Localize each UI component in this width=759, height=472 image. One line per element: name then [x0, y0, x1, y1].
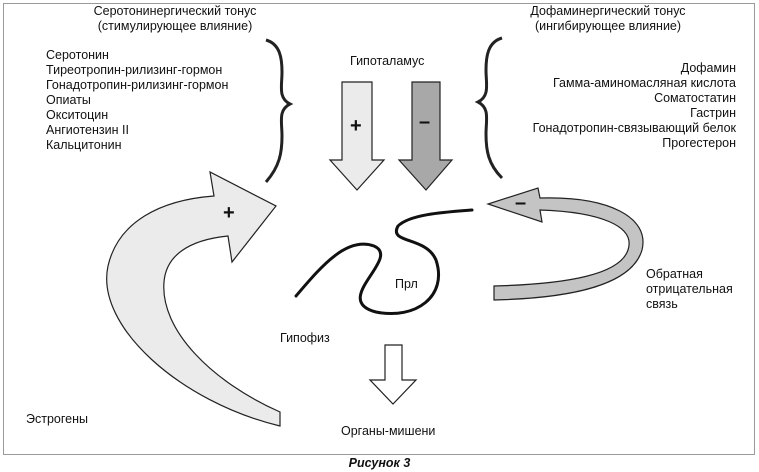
list-item: Опиаты [46, 93, 91, 107]
inhibitory-arrow [397, 81, 454, 191]
estrogen-curved-arrow [106, 170, 281, 427]
prolactin-label: Прл [395, 277, 418, 291]
feedback-label-line2: отрицательная [646, 282, 733, 296]
feedback-label-line1: Обратная [646, 267, 703, 281]
diagram-frame [3, 3, 755, 455]
list-item: Прогестерон [662, 136, 736, 150]
right-header-line1: Дофаминергический тонус [530, 4, 686, 18]
target-arrow [368, 344, 418, 405]
feedback-curved-arrow [486, 187, 644, 301]
prolactin-squiggle [294, 208, 474, 315]
estrogens-label: Эстрогены [26, 412, 88, 426]
figure-caption: Рисунок 3 [348, 456, 411, 470]
list-item: Соматостатин [654, 91, 736, 105]
left-header-line1: Серотонинергический тонус [93, 4, 257, 18]
list-item: Серотонин [46, 48, 109, 62]
list-item: Гонадотропин-рилизинг-гормон [46, 78, 229, 92]
minus-sign-feedback: – [515, 192, 527, 214]
feedback-label-line3: связь [646, 297, 678, 311]
list-item: Тиреотропин-рилизинг-гормон [46, 63, 223, 77]
target-organs-label: Органы-мишени [341, 424, 436, 438]
right-header: Дофаминергический тонус (ингибирующее вл… [506, 4, 710, 34]
list-item: Гастрин [690, 106, 736, 120]
inhibitor-list: Дофамин Гамма-аминомасляная кислота Сома… [500, 61, 736, 151]
list-item: Гонадотропин-связывающий белок [532, 121, 736, 135]
list-item: Гамма-аминомасляная кислота [552, 76, 736, 90]
list-item: Кальцитонин [46, 138, 122, 152]
stimulatory-arrow [328, 81, 386, 191]
left-brace [264, 38, 294, 183]
pituitary-label: Гипофиз [280, 331, 330, 345]
plus-sign-hypothalamus: + [350, 115, 362, 137]
list-item: Ангиотензин II [46, 123, 129, 137]
left-header-line2: (стимулирующее влияние) [97, 19, 253, 33]
right-header-line2: (ингибирующее влияние) [534, 19, 682, 33]
list-item: Дофамин [680, 61, 736, 75]
list-item: Окситоцин [46, 108, 109, 122]
minus-sign-hypothalamus: – [419, 111, 431, 133]
hypothalamus-label: Гипоталамус [350, 54, 425, 68]
plus-sign-estrogen: + [223, 202, 235, 224]
left-header: Серотонинергический тонус (стимулирующее… [70, 4, 280, 34]
feedback-label: Обратная отрицательная связь [646, 267, 733, 312]
right-brace [474, 36, 504, 180]
stimulator-list: Серотонин Тиреотропин-рилизинг-гормон Го… [46, 48, 228, 153]
